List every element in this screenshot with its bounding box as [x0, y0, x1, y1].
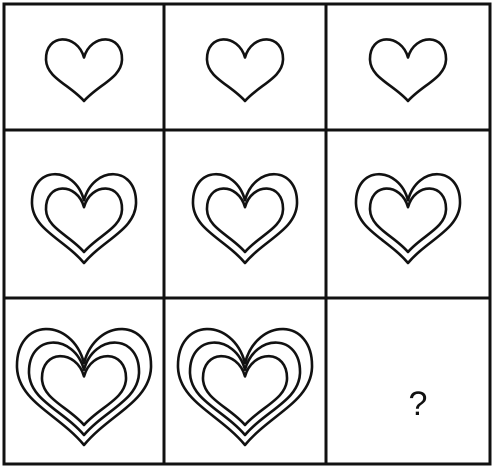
heart-cell — [46, 39, 122, 101]
heart-cell — [193, 174, 297, 263]
heart-outline-icon-ring-1 — [370, 39, 446, 101]
missing-cell: ? — [409, 385, 428, 423]
puzzle-cells: ? — [17, 39, 460, 445]
heart-outline-icon-ring-1 — [46, 39, 122, 101]
heart-outline-icon-ring-1 — [17, 329, 151, 445]
heart-cell — [207, 39, 283, 101]
heart-cell — [32, 174, 136, 263]
heart-outline-icon-ring-1 — [207, 39, 283, 101]
heart-cell — [178, 329, 312, 445]
heart-cell — [17, 329, 151, 445]
heart-cell — [356, 174, 460, 263]
question-mark: ? — [409, 385, 428, 423]
heart-outline-icon-ring-1 — [178, 329, 312, 445]
heart-cell — [370, 39, 446, 101]
